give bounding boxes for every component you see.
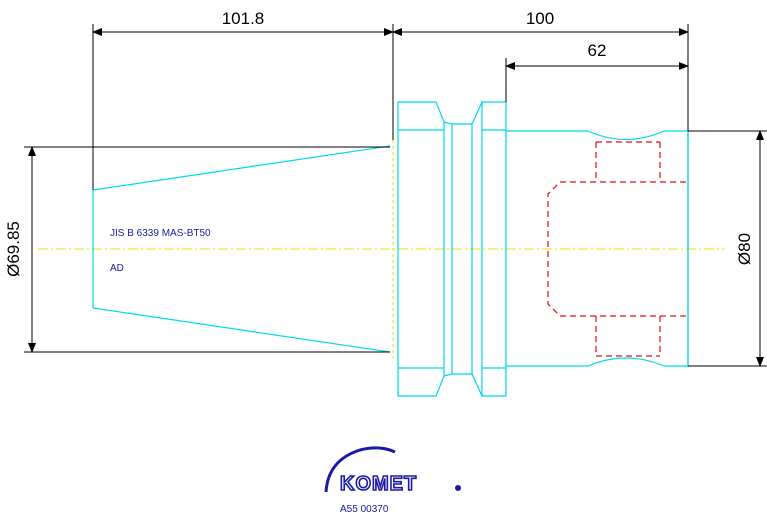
dim-taper-length: 101.8 [222,9,265,28]
part-number: A55 00370 [340,504,389,515]
hidden-lines [547,141,686,357]
dimension-lines [24,24,767,367]
shank-outline [506,130,689,367]
dim-overall-length: 100 [526,9,554,28]
spec-standard: JIS B 6339 MAS-BT50 [110,228,211,239]
komet-logo: KOMET [324,446,461,496]
dim-taper-diameter: Ø69.85 [4,221,23,277]
brand-name: KOMET [340,473,417,495]
logo-arc-icon [324,446,396,493]
flange-outline [397,101,507,397]
logo-dot-icon [455,485,461,491]
taper-outline [92,145,391,353]
dim-shank-length: 62 [588,41,607,60]
dim-body-diameter: Ø80 [735,233,754,265]
spec-variant: AD [110,263,124,274]
